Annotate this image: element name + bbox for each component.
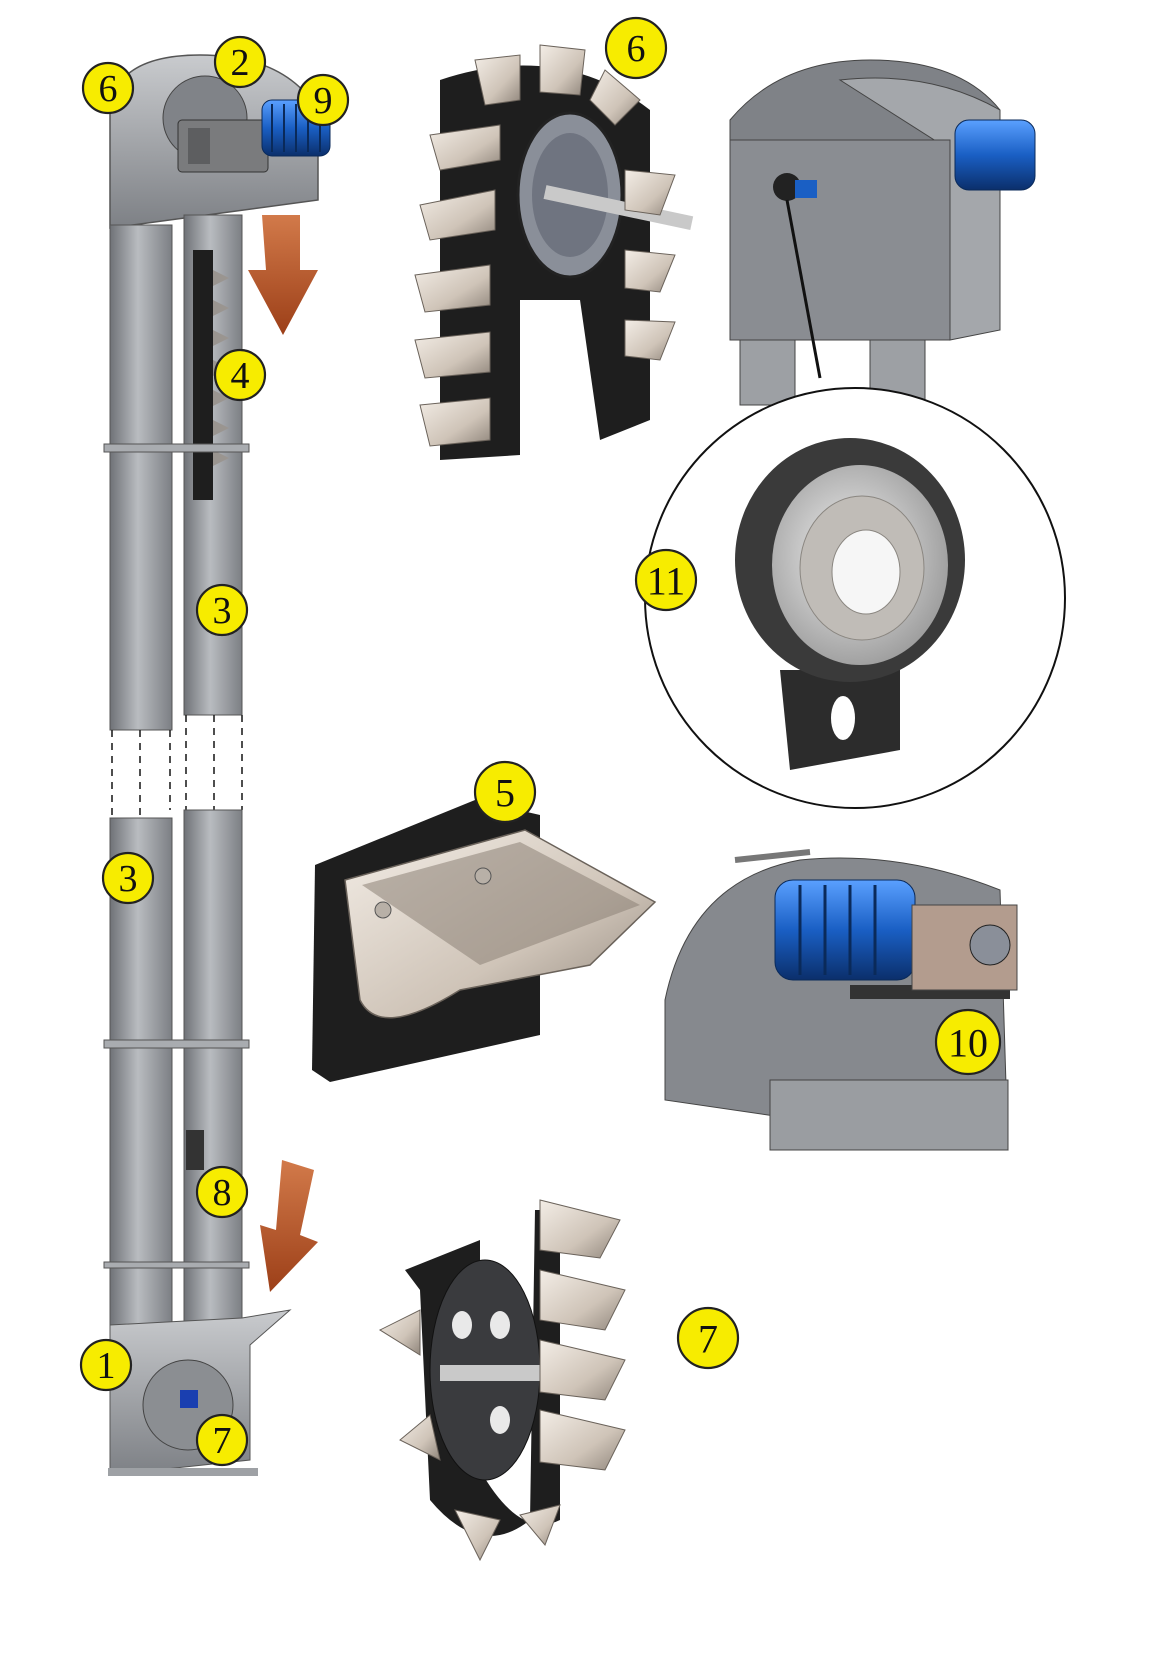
boot-pulley-with-buckets [378, 1199, 626, 1562]
boot-buckets [378, 1199, 626, 1562]
callout-9: 9 [296, 73, 350, 127]
casing-up-leg-lower [109, 817, 173, 1329]
buckets-left-side [414, 124, 501, 447]
buckets-top-side [474, 44, 641, 126]
callout-3-lower: 3 [101, 851, 155, 905]
head-pulley-with-buckets [414, 44, 694, 461]
backstop-bore [831, 529, 901, 615]
svg-text:5: 5 [495, 771, 515, 816]
drive-unit [664, 849, 1018, 1151]
callout-6-top-left: 6 [81, 61, 135, 115]
svg-text:1: 1 [97, 1345, 116, 1387]
casing-up-leg-upper [109, 224, 173, 731]
callout-2: 2 [213, 35, 267, 89]
boot-bearing-blue [180, 1390, 198, 1408]
callout-10: 10 [934, 1008, 1002, 1076]
callout-8: 8 [195, 1165, 249, 1219]
callout-7-left: 7 [195, 1413, 249, 1467]
svg-text:2: 2 [231, 42, 250, 84]
svg-text:7: 7 [213, 1420, 232, 1462]
backstop-sprocket [773, 173, 801, 201]
callout-1: 1 [79, 1338, 133, 1392]
material-flow-arrow-bottom [260, 1160, 318, 1292]
head-housing [729, 59, 1036, 406]
buckets-right-side [624, 169, 676, 361]
callout-11: 11 [634, 548, 698, 612]
callout-5: 5 [473, 760, 537, 824]
drive-motor [774, 879, 916, 981]
callout-4: 4 [213, 348, 267, 402]
bucket-bolt [474, 867, 492, 885]
inspection-door [186, 1130, 204, 1170]
belt-segment [193, 250, 213, 500]
svg-text:3: 3 [213, 590, 232, 632]
break-lines [111, 715, 243, 835]
svg-text:3: 3 [119, 858, 138, 900]
svg-text:8: 8 [213, 1172, 232, 1214]
callout-6-detail: 6 [604, 16, 668, 80]
bucket-detail [312, 800, 657, 1082]
callout-7-detail: 7 [676, 1306, 740, 1370]
material-flow-arrow-top [248, 215, 318, 335]
svg-text:4: 4 [231, 355, 250, 397]
svg-text:9: 9 [314, 80, 333, 122]
backstop-detail [644, 387, 1066, 809]
boot-pulley-shaft [440, 1365, 550, 1381]
svg-text:6: 6 [99, 68, 118, 110]
svg-text:7: 7 [698, 1317, 718, 1362]
housing-drive-motor [954, 119, 1036, 191]
boot-belt-loop [405, 1210, 560, 1536]
svg-text:6: 6 [627, 28, 646, 70]
bucket-bolt [374, 901, 392, 919]
casing-down-leg-lower [183, 809, 243, 1331]
svg-text:11: 11 [647, 559, 686, 604]
callout-3-upper: 3 [195, 583, 249, 637]
pulley-shaft [543, 185, 694, 231]
svg-text:10: 10 [948, 1021, 988, 1066]
